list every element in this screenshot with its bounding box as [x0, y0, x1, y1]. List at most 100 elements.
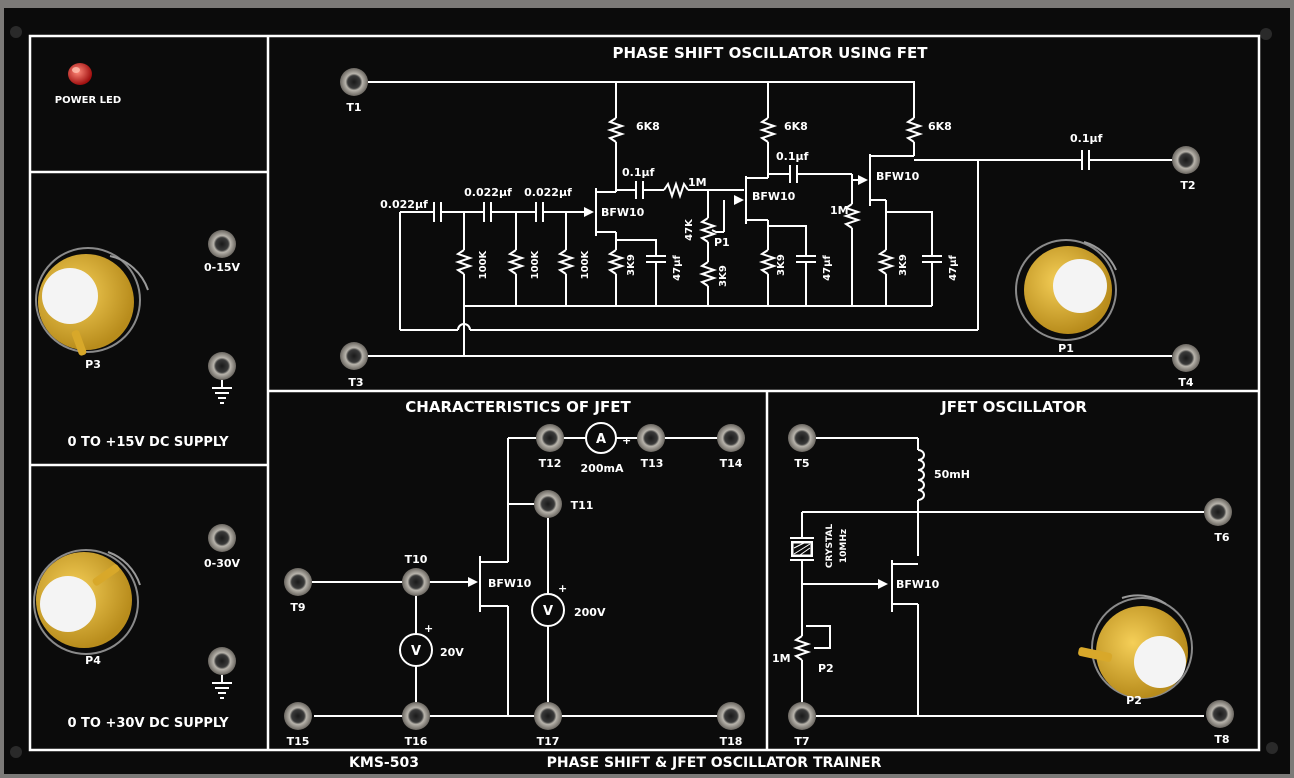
- jfet-osc-circuit: [790, 437, 1204, 717]
- terminal-t17[interactable]: [534, 702, 562, 730]
- ammeter: [585, 422, 617, 454]
- terminal-t10[interactable]: [402, 568, 430, 596]
- pot-label: P2: [818, 662, 834, 675]
- terminal-t4[interactable]: [1172, 344, 1200, 372]
- terminal-t16[interactable]: [402, 702, 430, 730]
- resistor-label: 100K: [478, 249, 489, 279]
- jfet-char-title: CHARACTERISTICS OF JFET: [405, 398, 631, 416]
- fet-label: BFW10: [752, 190, 796, 203]
- socket-gnd-15v[interactable]: [208, 352, 236, 380]
- pot-value-label: 47K: [684, 218, 695, 241]
- supply-15v-knob-label: P3: [85, 358, 101, 371]
- resistor-label: 6K8: [928, 120, 952, 133]
- p1-knob[interactable]: [1015, 239, 1117, 341]
- terminal-t18[interactable]: [717, 702, 745, 730]
- voltmeter-symbol: V: [543, 604, 553, 619]
- pot-label: P1: [714, 236, 730, 249]
- terminal-t6[interactable]: [1204, 498, 1232, 526]
- resistor-label: 6K8: [636, 120, 660, 133]
- terminal-t3-label: T3: [348, 376, 363, 389]
- jfet-osc-title: JFET OSCILLATOR: [940, 398, 1087, 416]
- ground-icon: [212, 380, 232, 404]
- cap-label: 47µf: [672, 255, 683, 281]
- section-borders: [28, 34, 1261, 752]
- terminal-t1-label: T1: [346, 101, 361, 114]
- terminal-t9-label: T9: [290, 601, 305, 614]
- ammeter-range: 200mA: [581, 462, 624, 475]
- cap-label: 0.1µf: [1070, 132, 1103, 145]
- p1-knob-label: P1: [1058, 342, 1074, 355]
- terminal-t7[interactable]: [788, 702, 816, 730]
- terminal-t13[interactable]: [637, 424, 665, 452]
- inductor-label: 50mH: [934, 468, 970, 481]
- crystal-icon: [792, 542, 812, 556]
- panel-title: PHASE SHIFT & JFET OSCILLATOR TRAINER: [547, 755, 882, 771]
- phase-shift-title: PHASE SHIFT OSCILLATOR USING FET: [613, 44, 929, 62]
- voltmeter-200v-range: 200V: [574, 606, 606, 619]
- resistor-label: 1M: [688, 176, 707, 189]
- crystal-label: CRYSTAL: [825, 524, 835, 568]
- resistor-label: 3K9: [898, 254, 909, 276]
- cap-label: 0.1µf: [622, 166, 655, 179]
- model-number: KMS-503: [349, 755, 419, 771]
- fet-label: BFW10: [488, 577, 532, 590]
- terminal-t11[interactable]: [534, 490, 562, 518]
- socket-0-30v[interactable]: [208, 524, 236, 552]
- terminal-t5[interactable]: [788, 424, 816, 452]
- terminal-t4-label: T4: [1178, 376, 1194, 389]
- cap-label: 0.022µf: [380, 198, 428, 211]
- cap-label: 0.022µf: [464, 186, 512, 199]
- terminal-t16-label: T16: [405, 735, 428, 748]
- terminal-t2-label: T2: [1180, 179, 1195, 192]
- socket-gnd-30v[interactable]: [208, 647, 236, 675]
- terminal-t6-label: T6: [1214, 531, 1230, 544]
- fet-arrow: [468, 577, 478, 587]
- jfet-char-circuit: [312, 437, 718, 717]
- terminal-t2[interactable]: [1172, 146, 1200, 174]
- supply-30v-section: P4 0-30V 0 TO +30V DC SUPPLY: [33, 524, 241, 731]
- cap-label: 47µf: [948, 255, 959, 281]
- terminal-t14[interactable]: [717, 424, 745, 452]
- resistor-label: 100K: [580, 249, 591, 279]
- crystal-freq: 10MHz: [839, 529, 849, 563]
- cap-label: 47µf: [822, 255, 833, 281]
- pot-value-label: 1M: [772, 652, 791, 665]
- resistor-label: 6K8: [784, 120, 808, 133]
- terminal-t15[interactable]: [284, 702, 312, 730]
- p2-knob-label: P2: [1126, 694, 1142, 707]
- power-led-label: POWER LED: [55, 95, 121, 106]
- terminal-t12-label: T12: [539, 457, 562, 470]
- supply-30v-knob[interactable]: [33, 549, 141, 655]
- fet-arrows: [584, 175, 868, 217]
- terminal-t13-label: T13: [641, 457, 664, 470]
- supply-30v-range-label: 0-30V: [204, 557, 241, 570]
- resistor-label: 3K9: [626, 254, 637, 276]
- terminal-t12[interactable]: [536, 424, 564, 452]
- socket-0-15v[interactable]: [208, 230, 236, 258]
- terminal-t18-label: T18: [720, 735, 743, 748]
- phase-shift-circuit: [368, 81, 1172, 357]
- supply-15v-section: P3 0-15V 0 TO +15V DC SUPPLY: [35, 230, 241, 450]
- terminal-t7-label: T7: [794, 735, 809, 748]
- terminal-t5-label: T5: [794, 457, 809, 470]
- voltmeter-20v-range: 20V: [440, 646, 464, 659]
- supply-15v-knob[interactable]: [35, 247, 149, 356]
- terminal-t17-label: T17: [537, 735, 560, 748]
- voltmeter-200v: [531, 593, 565, 627]
- voltmeter-plus: +: [424, 622, 433, 635]
- voltmeter-symbol: V: [411, 644, 421, 659]
- terminal-t15-label: T15: [287, 735, 310, 748]
- power-led: [68, 63, 92, 85]
- terminal-t3[interactable]: [340, 342, 368, 370]
- supply-15v-title: 0 TO +15V DC SUPPLY: [67, 435, 229, 450]
- voltmeter-20v: [399, 633, 433, 667]
- fet-label: BFW10: [601, 206, 645, 219]
- ground-icon: [212, 675, 232, 699]
- terminal-t1[interactable]: [340, 68, 368, 96]
- terminal-t8-label: T8: [1214, 733, 1229, 746]
- terminal-t9[interactable]: [284, 568, 312, 596]
- terminal-t10-label: T10: [405, 553, 428, 566]
- voltmeter-plus: +: [558, 582, 567, 595]
- p2-knob[interactable]: [1078, 594, 1193, 699]
- terminal-t8[interactable]: [1206, 700, 1234, 728]
